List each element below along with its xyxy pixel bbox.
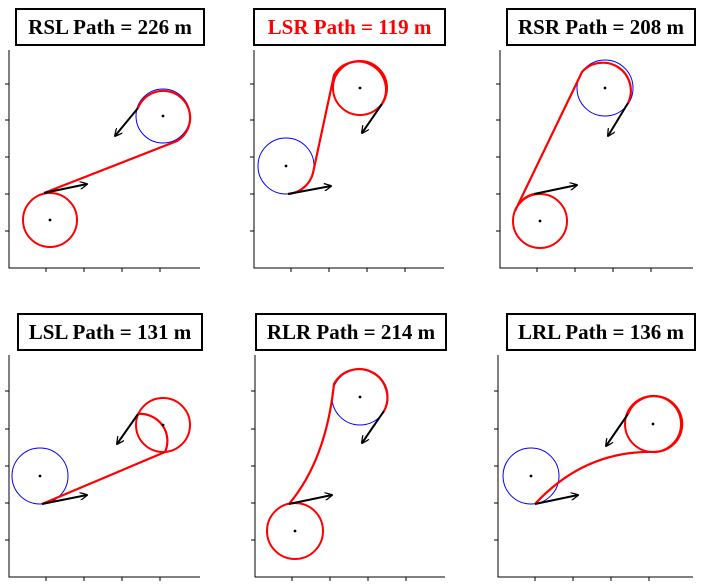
dubins-path xyxy=(513,61,632,212)
panel-title-rsr: RSR Path = 208 m xyxy=(506,8,696,46)
axes-rsl xyxy=(5,50,200,272)
goal-heading-arrow xyxy=(362,103,383,133)
start-turn-circle xyxy=(11,447,69,505)
panel-lsr xyxy=(250,50,444,272)
axes-lsl xyxy=(5,355,200,581)
axes-rsr xyxy=(496,50,693,272)
panel-lsl xyxy=(5,355,200,581)
start-heading-arrow xyxy=(533,185,577,195)
dubins-path xyxy=(534,394,684,505)
goal-heading-arrow xyxy=(117,413,139,444)
goal-heading-arrow xyxy=(608,102,629,136)
dubins-path xyxy=(41,412,169,506)
goal-heading-arrow xyxy=(115,107,139,136)
goal-center-dot xyxy=(651,422,655,426)
panel-lrl xyxy=(494,355,693,581)
start-heading-arrow xyxy=(534,495,578,505)
start-turn-circle xyxy=(512,193,568,249)
goal-heading-arrow xyxy=(606,413,629,446)
dubins-path xyxy=(43,89,192,195)
start-center-dot xyxy=(48,218,52,222)
panel-rlr xyxy=(251,355,445,581)
start-center-dot xyxy=(538,219,542,223)
panel-title-lsr: LSR Path = 119 m xyxy=(253,8,446,46)
panel-title-rsl: RSL Path = 226 m xyxy=(15,8,205,46)
goal-center-dot xyxy=(161,114,165,118)
dubins-path xyxy=(288,368,389,505)
start-heading-arrow xyxy=(41,495,87,505)
goal-center-dot xyxy=(161,423,165,427)
start-center-dot xyxy=(293,529,297,533)
start-center-dot xyxy=(284,164,288,168)
goal-turn-circle xyxy=(576,59,634,117)
start-heading-arrow xyxy=(287,186,331,195)
start-heading-arrow xyxy=(288,495,332,505)
start-heading-arrow xyxy=(43,184,87,194)
goal-center-dot xyxy=(603,86,607,90)
panel-title-rlr: RLR Path = 214 m xyxy=(255,313,447,351)
axes-rlr xyxy=(251,355,445,581)
start-turn-circle xyxy=(502,447,560,505)
axes-lrl xyxy=(494,355,693,581)
start-center-dot xyxy=(529,474,533,478)
goal-center-dot xyxy=(358,86,362,90)
start-turn-circle xyxy=(22,192,78,248)
panel-title-lsl: LSL Path = 131 m xyxy=(17,313,203,351)
axes-lsr xyxy=(250,50,444,272)
dubins-path xyxy=(287,60,388,196)
panel-rsl xyxy=(5,50,200,272)
goal-center-dot xyxy=(358,395,362,399)
start-center-dot xyxy=(38,474,42,478)
panel-title-lrl: LRL Path = 136 m xyxy=(506,313,696,351)
goal-heading-arrow xyxy=(362,410,385,443)
panel-rsr xyxy=(496,50,693,272)
